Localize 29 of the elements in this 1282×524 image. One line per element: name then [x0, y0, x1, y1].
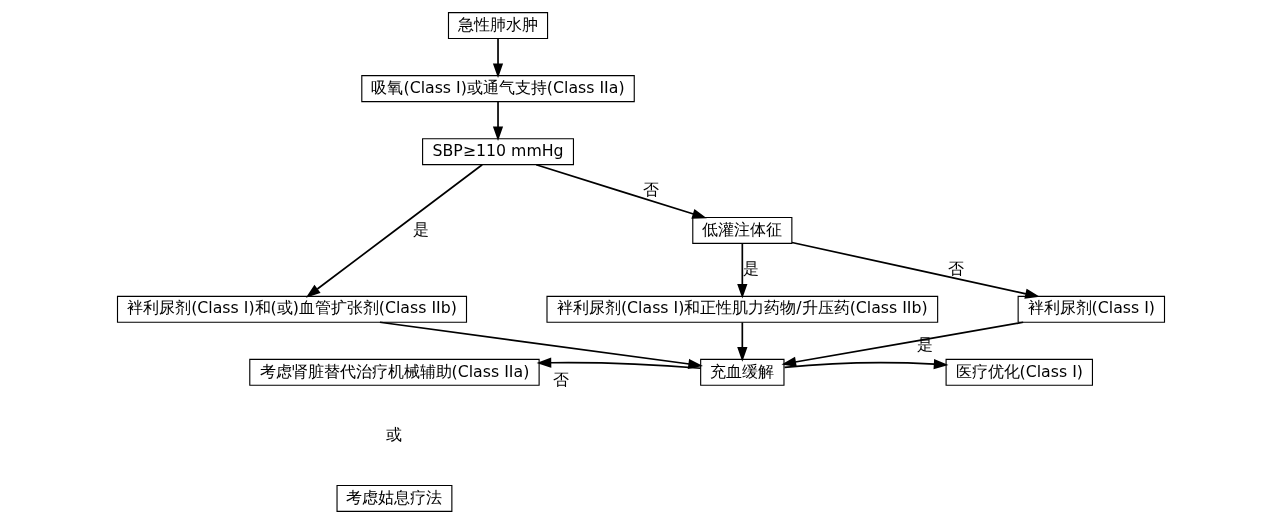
edge-label: 否	[553, 369, 569, 389]
arrow	[379, 321, 703, 369]
node-box: 低灌注体征	[692, 216, 793, 244]
edge-label: 是	[742, 259, 759, 279]
node-box: 医疗优化(Class I)	[945, 358, 1093, 386]
arrow	[305, 163, 484, 298]
edge-label: 否	[642, 180, 659, 200]
arrow	[783, 358, 949, 370]
arrow	[536, 357, 702, 370]
node-box: 袢利尿剂(Class I)	[1017, 295, 1166, 323]
arrow	[791, 241, 1040, 299]
label: 或	[386, 424, 403, 444]
arrow	[535, 163, 707, 219]
arrow	[781, 321, 1025, 367]
node-box: 充血缓解	[700, 358, 785, 386]
node-box: 袢利尿剂(Class I)和正性肌力药物/升压药(Class IIb)	[546, 295, 939, 323]
node-box: SBP≥110 mmHg	[422, 138, 574, 166]
arrow	[492, 100, 504, 142]
node-box: 吸氧(Class I)或通气支持(Class IIa)	[361, 75, 635, 103]
edge-label: 是	[412, 219, 429, 239]
edge-label: 否	[947, 259, 964, 279]
edge-label: 是	[917, 334, 934, 354]
node-box: 考虑肾脏替代治疗机械辅助(Class IIa)	[249, 358, 540, 386]
node-box: 考虑姑息疗法	[336, 484, 453, 512]
arrow	[737, 242, 748, 299]
node-box: 急性肺水肿	[447, 12, 549, 40]
arrow	[492, 37, 504, 79]
node-box: 袢利尿剂(Class I)和(或)血管扩张剂(Class IIb)	[116, 295, 468, 323]
arrow	[737, 321, 748, 362]
